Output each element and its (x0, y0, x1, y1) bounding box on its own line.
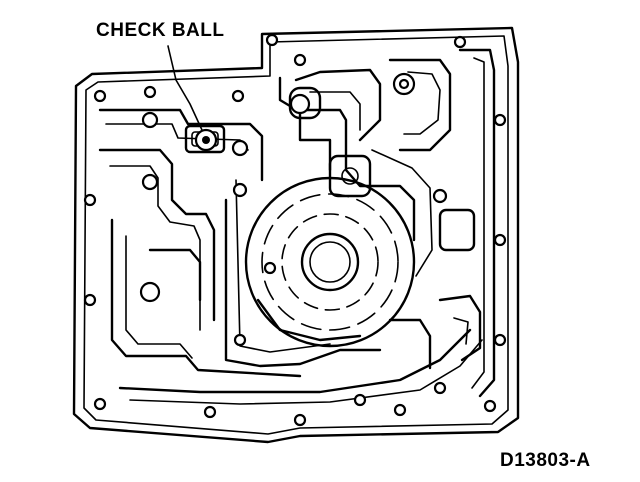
figure-id: D13803-A (500, 450, 591, 471)
bolt-holes (83, 33, 507, 427)
check-ball (194, 128, 218, 152)
valve-bores (184, 86, 476, 252)
check-ball-leader-line (167, 45, 203, 131)
check-ball-label: CHECK BALL (96, 20, 225, 41)
left-passages (98, 108, 382, 378)
plate-outer-outline (72, 26, 520, 444)
upper-passages (278, 48, 496, 398)
central-servo-bore (244, 176, 416, 348)
plate-inner-outline (83, 35, 509, 435)
lower-passages (118, 294, 483, 405)
